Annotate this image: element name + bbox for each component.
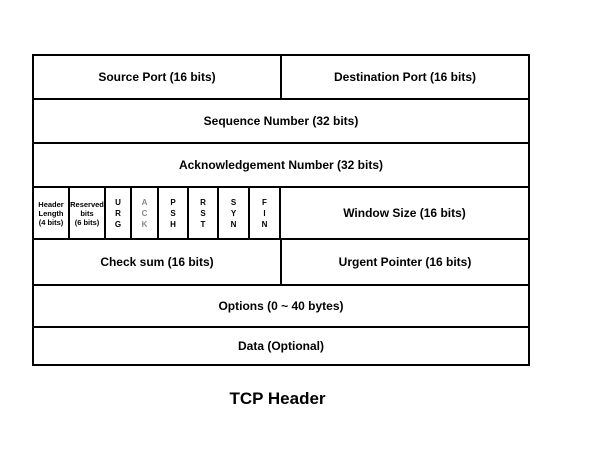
- data-cell: Data (Optional): [238, 339, 324, 353]
- flag-rst: R S T: [189, 188, 219, 238]
- flag-urg-letter: G: [114, 219, 122, 229]
- flag-psh-letter: H: [170, 219, 176, 229]
- row-flags: Header Length (4 bits) Reserved bits (6 …: [34, 188, 528, 240]
- tcp-header-table: Source Port (16 bits) Destination Port (…: [32, 54, 530, 366]
- flag-syn: S Y N: [219, 188, 250, 238]
- flag-syn-letter: S: [230, 197, 237, 207]
- flag-fin-letter: N: [261, 219, 268, 229]
- flag-fin: F I N: [250, 188, 281, 238]
- flag-ack: A C K: [132, 188, 159, 238]
- flag-rst-letter: S: [200, 208, 206, 218]
- flag-syn-letter: N: [230, 219, 237, 229]
- header-length-cell: Header Length (4 bits): [34, 188, 70, 238]
- urgent-pointer-cell: Urgent Pointer (16 bits): [338, 255, 472, 269]
- flag-psh-letter: S: [170, 208, 176, 218]
- flag-fin-letter: I: [263, 208, 266, 218]
- header-length-line-3: (4 bits): [38, 217, 64, 227]
- options-cell: Options (0 ~ 40 bytes): [218, 299, 344, 313]
- flag-urg: U R G: [106, 188, 132, 238]
- flag-ack-letter: C: [141, 208, 148, 218]
- reserved-line-1: Reserved: [70, 199, 104, 209]
- reserved-line-2: bits: [80, 208, 94, 218]
- row-sequence: Sequence Number (32 bits): [34, 100, 528, 144]
- row-data: Data (Optional): [34, 328, 528, 364]
- flag-psh-letter: P: [170, 197, 176, 207]
- flag-ack-letter: A: [141, 197, 148, 207]
- flag-rst-letter: R: [200, 197, 206, 207]
- row-ack: Acknowledgement Number (32 bits): [34, 144, 528, 188]
- reserved-line-3: (6 bits): [74, 217, 100, 227]
- ack-number-cell: Acknowledgement Number (32 bits): [178, 158, 384, 172]
- flag-urg-letter: U: [115, 197, 121, 207]
- row-options: Options (0 ~ 40 bytes): [34, 286, 528, 328]
- header-length-line-2: Length: [38, 208, 64, 218]
- source-port-cell: Source Port (16 bits): [34, 56, 282, 98]
- row-checksum: Check sum (16 bits) Urgent Pointer (16 b…: [34, 240, 528, 286]
- window-size-cell: Window Size (16 bits): [343, 206, 466, 220]
- flag-psh: P S H: [159, 188, 189, 238]
- row-ports: Source Port (16 bits) Destination Port (…: [34, 56, 528, 100]
- reserved-bits-cell: Reserved bits (6 bits): [70, 188, 106, 238]
- checksum-cell: Check sum (16 bits): [34, 240, 282, 284]
- destination-port-cell: Destination Port (16 bits): [333, 70, 476, 84]
- header-length-line-1: Header: [38, 199, 64, 209]
- flag-fin-letter: F: [262, 197, 267, 207]
- diagram-title: TCP Header: [229, 389, 326, 408]
- flag-syn-letter: Y: [230, 208, 237, 218]
- flag-rst-letter: T: [200, 219, 206, 229]
- sequence-number-cell: Sequence Number (32 bits): [203, 114, 359, 128]
- flag-ack-letter: K: [141, 219, 148, 229]
- flag-urg-letter: R: [115, 208, 121, 218]
